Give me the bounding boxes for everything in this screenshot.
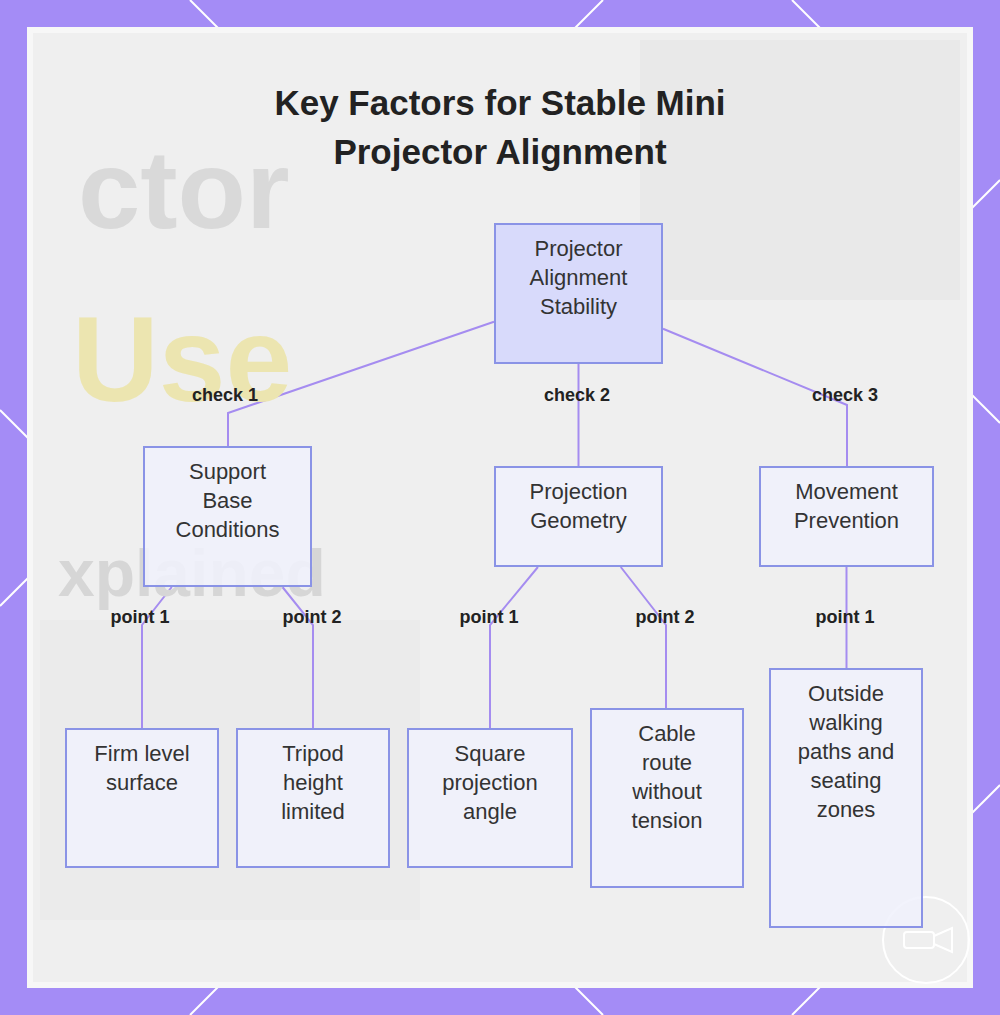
background-photo-blur [640,40,960,300]
connector-line [490,567,538,728]
watermark-text: Use [72,290,292,428]
process-box: Projection Geometry [494,466,663,567]
edge-label: check 1 [192,385,258,406]
watermark-text: ctor [78,125,290,254]
edge-label: point 2 [283,607,342,628]
node-text: Projector Alignment Stability [508,234,649,321]
node-text: Support Base Conditions [169,457,286,544]
edge-label: point 2 [636,607,695,628]
edge-label: check 2 [544,385,610,406]
edge-label: point 1 [460,607,519,628]
process-box: Tripod height limited [236,728,390,868]
background-photo-blur [40,620,420,920]
connector-line [578,364,580,466]
connector-line [621,567,666,708]
edge-label: point 1 [111,607,170,628]
process-box: Firm level surface [65,728,219,868]
node-text: Outside walking paths and seating zones [791,679,901,824]
inner-panel [30,30,970,985]
root-box: Projector Alignment Stability [494,223,663,364]
node-text: Cable route without tension [614,719,720,835]
edge-label: check 3 [812,385,878,406]
node-text: Projection Geometry [508,477,649,535]
node-text: Firm level surface [87,739,197,797]
process-box: Support Base Conditions [143,446,312,587]
process-box: Outside walking paths and seating zones [769,668,923,928]
node-text: Square projection angle [419,739,561,826]
edge-label: point 1 [816,607,875,628]
process-box: Square projection angle [407,728,573,868]
diagram-title: Key Factors for Stable Mini Projector Al… [215,78,785,176]
node-text: Tripod height limited [258,739,368,826]
node-text: Movement Prevention [773,477,920,535]
process-box: Cable route without tension [590,708,744,888]
process-box: Movement Prevention [759,466,934,567]
